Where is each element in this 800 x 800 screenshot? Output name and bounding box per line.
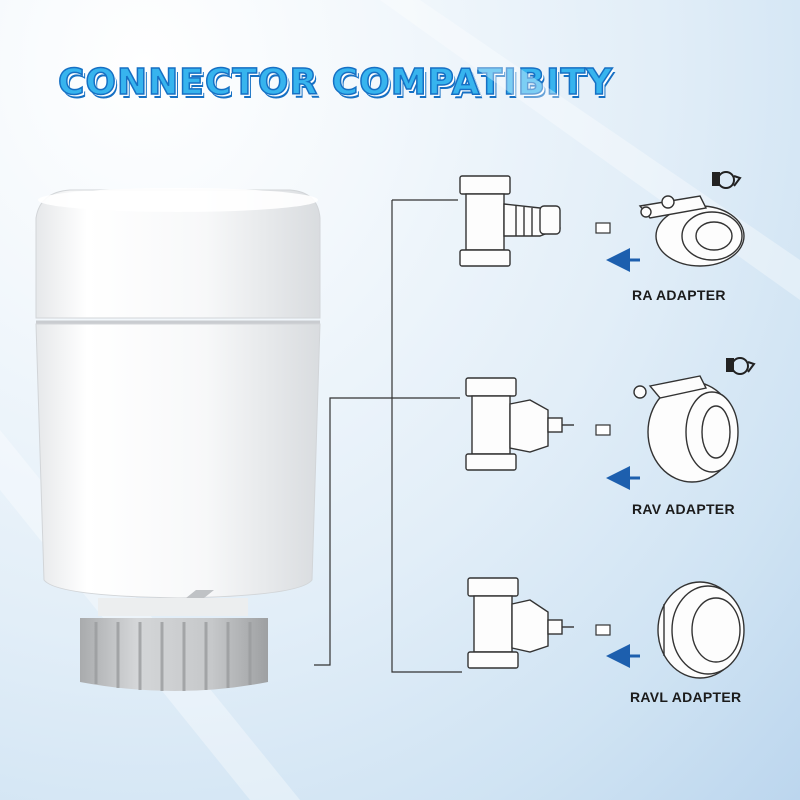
- pin-ravl: [595, 624, 611, 636]
- label-ravl-adapter: RAVL ADAPTER: [630, 689, 742, 705]
- screwdriver-icon-ra: [712, 171, 742, 189]
- label-rav-adapter: RAV ADAPTER: [632, 501, 735, 517]
- valve-body-ra: [459, 175, 561, 267]
- pin-ra: [595, 222, 611, 234]
- page-title: CONNECTOR COMPATIBITY: [57, 61, 614, 104]
- pin-rav: [595, 424, 611, 436]
- label-ra-adapter: RA ADAPTER: [632, 287, 726, 303]
- adapter-ra-diagram: [638, 195, 745, 267]
- screwdriver-icon-rav: [726, 357, 756, 375]
- valve-body-rav: [465, 377, 574, 471]
- adapter-ravl-diagram: [657, 581, 745, 679]
- thermostat-device: [35, 188, 321, 691]
- connector-lines: [314, 199, 462, 673]
- adapter-rav-diagram: [633, 375, 739, 483]
- valve-body-ravl: [467, 577, 574, 669]
